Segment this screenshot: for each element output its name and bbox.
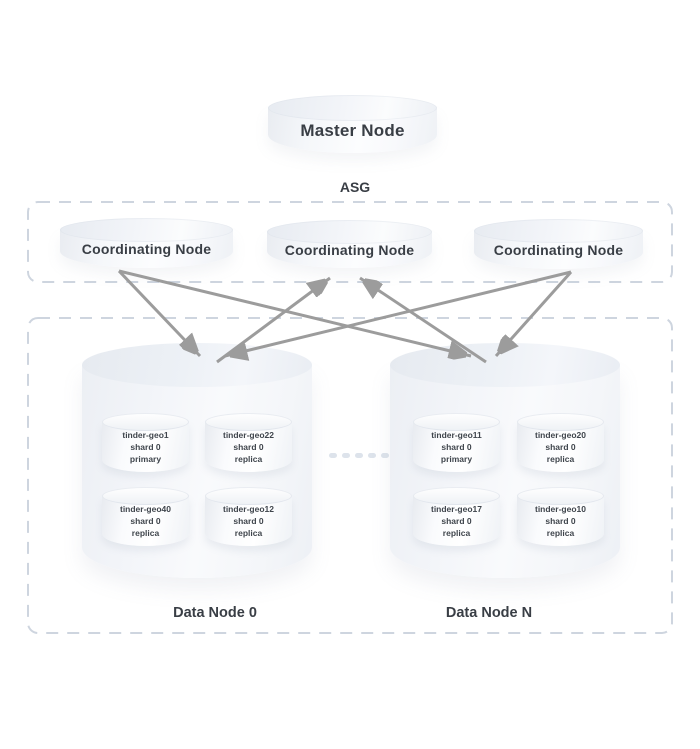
coordinating-node-2-label: Coordinating Node — [284, 242, 415, 258]
dot — [342, 453, 350, 458]
shard-name: tinder-geo22 — [222, 430, 274, 440]
shard-name: tinder-geo17 — [430, 504, 482, 514]
dot — [329, 453, 337, 458]
cylinder-top-ellipse — [205, 413, 292, 431]
shard-label: tinder-geo11 shard 0 primary — [431, 429, 482, 465]
shard-id: shard 0 — [441, 442, 472, 452]
cylinder-top-ellipse — [413, 413, 500, 431]
shard-id: shard 0 — [233, 442, 264, 452]
shard-id: shard 0 — [441, 516, 472, 526]
data-node-n: tinder-geo11 shard 0 primary tinder-geo2… — [390, 343, 620, 578]
cylinder-top-ellipse — [474, 219, 643, 243]
data-nodes-boundary-box — [27, 317, 673, 634]
shard-name: tinder-geo40 — [119, 504, 171, 514]
shard-tinder-geo10: tinder-geo10 shard 0 replica — [517, 487, 604, 546]
cylinder-body: tinder-geo11 shard 0 primary — [413, 422, 500, 472]
shard-role: replica — [131, 528, 160, 538]
shard-role: replica — [234, 528, 263, 538]
shard-id: shard 0 — [233, 516, 264, 526]
data-node-n-top-ellipse — [390, 343, 620, 387]
cylinder-top-ellipse — [267, 220, 432, 244]
shard-role: replica — [546, 454, 575, 464]
shard-role: primary — [440, 454, 473, 464]
shard-role: replica — [234, 454, 263, 464]
shard-name: tinder-geo12 — [222, 504, 274, 514]
shard-role: replica — [442, 528, 471, 538]
cylinder-top-ellipse — [102, 413, 189, 431]
shard-id: shard 0 — [130, 442, 161, 452]
data-node-0-label: Data Node 0 — [173, 605, 257, 621]
data-node-0: tinder-geo1 shard 0 primary tinder-geo22… — [82, 343, 312, 578]
shard-id: shard 0 — [545, 442, 576, 452]
dot — [368, 453, 376, 458]
data-node-0-top-ellipse — [82, 343, 312, 387]
shard-id: shard 0 — [545, 516, 576, 526]
ellipsis-dots — [329, 453, 389, 458]
shard-name: tinder-geo20 — [534, 430, 586, 440]
cylinder-top-ellipse — [517, 487, 604, 505]
shard-label: tinder-geo17 shard 0 replica — [431, 503, 482, 539]
cylinder-top-ellipse — [413, 487, 500, 505]
coordinating-node-3-label: Coordinating Node — [493, 242, 624, 258]
shard-role: replica — [546, 528, 575, 538]
shard-label: tinder-geo1 shard 0 primary — [122, 429, 168, 465]
coordinating-node-2: Coordinating Node — [267, 220, 432, 268]
shard-name: tinder-geo10 — [534, 504, 586, 514]
shard-label: tinder-geo20 shard 0 replica — [535, 429, 586, 465]
shard-label: tinder-geo10 shard 0 replica — [535, 503, 586, 539]
cylinder-top-ellipse — [517, 413, 604, 431]
shard-name: tinder-geo11 — [431, 430, 482, 440]
dot — [381, 453, 389, 458]
shard-tinder-geo20: tinder-geo20 shard 0 replica — [517, 413, 604, 472]
master-node: Master Node — [268, 95, 437, 153]
cylinder-top-ellipse — [60, 218, 233, 242]
shard-tinder-geo11: tinder-geo11 shard 0 primary — [413, 413, 500, 472]
master-node-label: Master Node — [300, 120, 405, 140]
shard-tinder-geo22: tinder-geo22 shard 0 replica — [205, 413, 292, 472]
master-node-top-ellipse — [268, 95, 437, 121]
shard-tinder-geo1: tinder-geo1 shard 0 primary — [102, 413, 189, 472]
shard-label: tinder-geo40 shard 0 replica — [120, 503, 171, 539]
dot — [355, 453, 363, 458]
data-node-n-label: Data Node N — [445, 605, 533, 621]
shard-id: shard 0 — [130, 516, 161, 526]
shard-label: tinder-geo22 shard 0 replica — [223, 429, 274, 465]
shard-role: primary — [129, 454, 162, 464]
coordinating-node-3: Coordinating Node — [474, 219, 643, 269]
coordinating-node-1-label: Coordinating Node — [81, 241, 212, 257]
coordinating-node-1: Coordinating Node — [60, 218, 233, 268]
cylinder-top-ellipse — [205, 487, 292, 505]
shard-name: tinder-geo1 — [122, 430, 169, 440]
shard-label: tinder-geo12 shard 0 replica — [223, 503, 274, 539]
shard-tinder-geo17: tinder-geo17 shard 0 replica — [413, 487, 500, 546]
shard-tinder-geo12: tinder-geo12 shard 0 replica — [205, 487, 292, 546]
cylinder-top-ellipse — [102, 487, 189, 505]
asg-label: ASG — [339, 179, 371, 195]
shard-tinder-geo40: tinder-geo40 shard 0 replica — [102, 487, 189, 546]
